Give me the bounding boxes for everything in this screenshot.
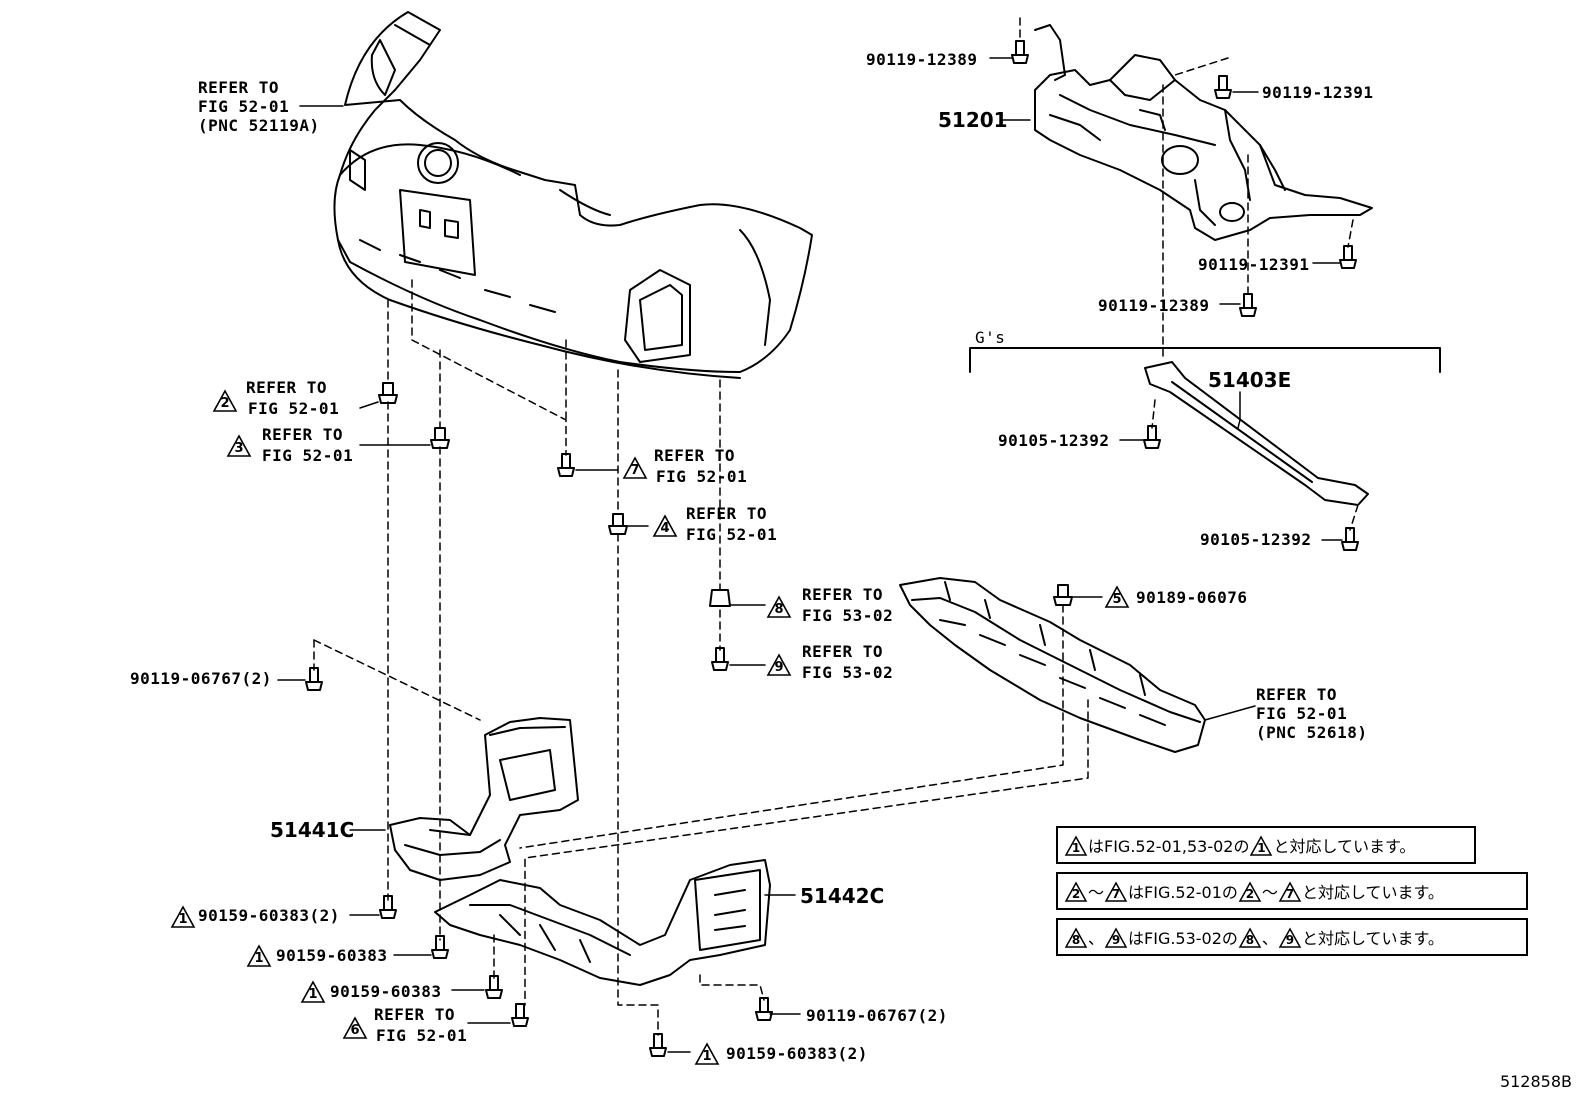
ref-pnc: (PNC 52618) — [1256, 723, 1368, 742]
note-triangle: 2 — [1238, 880, 1262, 903]
brace-drawing — [1144, 361, 1369, 506]
ref-2-text: REFER TO — [246, 378, 327, 397]
ref-4-text: REFER TO — [686, 504, 767, 523]
ref-triangle: 3 — [226, 434, 252, 458]
fastener-label: 90119-12389 — [866, 50, 978, 69]
figure-id: 512858B — [1499, 1072, 1572, 1091]
ref-7-text: REFER TO — [654, 446, 735, 465]
fastener-label: 90159-60383(2) — [726, 1044, 868, 1063]
bumper-ref-text: REFER TO FIG 52-01 (PNC 52119A) — [198, 78, 320, 135]
ref-fig: FIG 53-02 — [802, 663, 894, 682]
ref-text: REFER TO — [198, 78, 280, 97]
ref-triangle: 7 — [622, 456, 648, 480]
fastener-label: 90159-60383(2) — [198, 906, 340, 925]
ref-fig: FIG 52-01 — [1256, 704, 1348, 723]
ref-8-text: REFER TO — [802, 585, 883, 604]
ref-text: REFER TO — [262, 425, 344, 444]
part-number-51201: 51201 — [938, 108, 1008, 132]
grade-bracket — [969, 347, 1441, 373]
ref-fig: FIG 52-01 — [248, 399, 340, 418]
note-triangle: 2 — [1064, 880, 1088, 903]
ref-fig: FIG 53-02 — [802, 606, 894, 625]
ref-text: REFER TO — [654, 446, 736, 465]
note-text: と対応しています。 — [1301, 883, 1444, 902]
note-text: はFIG.52-01,53-02の — [1088, 837, 1250, 856]
part-number-51442c: 51442C — [800, 884, 885, 908]
ref-fig: FIG 52-01 — [376, 1026, 468, 1045]
note-text: と対応しています。 — [1301, 929, 1444, 948]
note-triangle: 1 — [1064, 834, 1088, 857]
ref-triangle: 6 — [342, 1016, 368, 1040]
fastener-label: 90119-12391 — [1198, 255, 1310, 274]
note-text: と対応しています。 — [1273, 837, 1416, 856]
fastener-label: 90105-12392 — [1200, 530, 1312, 549]
grade-label: G's — [975, 328, 1006, 347]
spoiler-ref-text: REFER TO FIG 52-01 (PNC 52618) — [1256, 685, 1367, 742]
fastener-label: 90159-60383 — [276, 946, 388, 965]
ref-text: REFER TO — [1256, 685, 1338, 704]
note-text: はFIG.52-01の — [1128, 883, 1238, 902]
note-triangle: 7 — [1278, 880, 1302, 903]
note-triangle: 7 — [1104, 880, 1128, 903]
note-text: ～ — [1261, 883, 1278, 902]
fastener-label: 90159-60383 — [330, 982, 442, 1001]
ref-triangle: 9 — [766, 653, 792, 677]
fastener-label: 90119-12389 — [1098, 296, 1210, 315]
part-number-51403e: 51403E — [1208, 368, 1292, 392]
note-triangle: 8 — [1238, 926, 1262, 949]
ref-fig: FIG 52-01 — [262, 446, 354, 465]
ref-text: REFER TO — [686, 504, 768, 523]
note-text: 、 — [1261, 929, 1278, 948]
ref-triangle: 1 — [246, 944, 272, 968]
front-spoiler-drawing — [899, 577, 1206, 753]
note-triangle: 1 — [1249, 834, 1273, 857]
fastener-label: 90189-06076 — [1136, 588, 1248, 607]
ref-fig: FIG 52-01 — [656, 467, 748, 486]
note-text: 、 — [1088, 929, 1105, 948]
fastener-label: 90105-12392 — [998, 431, 1110, 450]
ref-text: REFER TO — [374, 1005, 456, 1024]
ref-text: REFER TO — [802, 585, 884, 604]
fastener-label: 90119-06767(2) — [130, 669, 272, 688]
under-cover-left-drawing — [389, 717, 579, 881]
ref-fig: FIG 52-01 — [198, 97, 290, 116]
suspension-member-drawing — [1034, 24, 1373, 241]
ref-triangle: 8 — [766, 595, 792, 619]
ref-triangle: 4 — [652, 514, 678, 538]
front-bumper-cover-drawing — [333, 11, 813, 379]
leader-lines — [277, 57, 1343, 1053]
ref-triangle: 1 — [170, 905, 196, 929]
fastener-label: 90119-12391 — [1262, 83, 1374, 102]
note-text: ～ — [1088, 883, 1105, 902]
ref-triangle: 1 — [300, 980, 326, 1004]
note-triangle: 8 — [1064, 926, 1088, 949]
ref-text: REFER TO — [246, 378, 328, 397]
ref-text: REFER TO — [802, 642, 884, 661]
ref-triangle: 2 — [212, 389, 238, 413]
ref-pnc: (PNC 52119A) — [198, 116, 320, 135]
note-text: はFIG.53-02の — [1128, 929, 1238, 948]
ref-triangle: 5 — [1104, 585, 1130, 609]
under-cover-right-drawing — [434, 859, 771, 986]
ref-3-text: REFER TO — [262, 425, 343, 444]
ref-6-text: REFER TO — [374, 1005, 455, 1024]
ref-triangle: 1 — [694, 1042, 720, 1066]
note-triangle: 9 — [1104, 926, 1128, 949]
part-number-51441c: 51441C — [270, 818, 355, 842]
fastener-label: 90119-06767(2) — [806, 1006, 948, 1025]
note-triangle: 9 — [1278, 926, 1302, 949]
assembly-dashed-lines — [313, 17, 1359, 1036]
ref-fig: FIG 52-01 — [686, 525, 778, 544]
ref-9-text: REFER TO — [802, 642, 883, 661]
